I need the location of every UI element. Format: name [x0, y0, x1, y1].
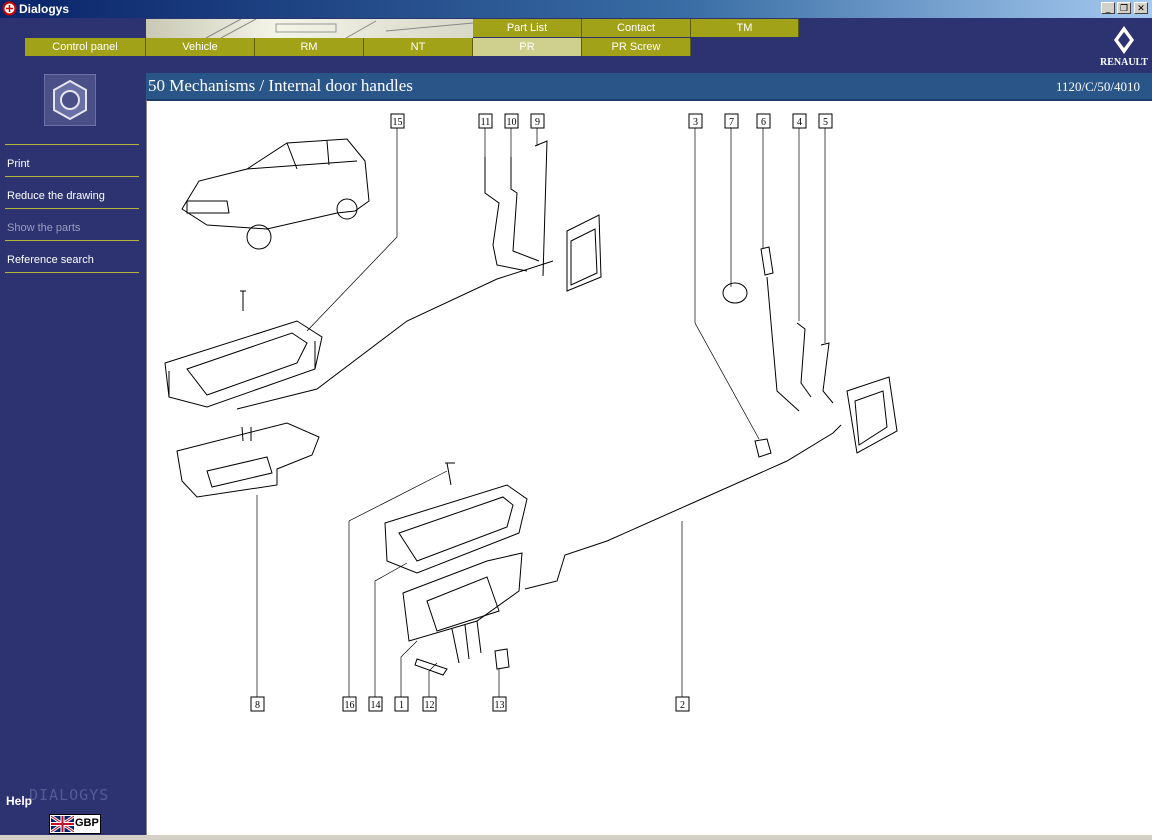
part-callout-6[interactable]: 6: [756, 113, 771, 129]
sidebar-item-show-parts: Show the parts: [7, 222, 81, 234]
part-callout-label: 14: [371, 700, 381, 711]
part-callout-label: 4: [797, 117, 802, 128]
renault-logo-text: RENAULT: [1100, 57, 1148, 68]
status-bar: [0, 835, 1152, 840]
sidebar-item-print[interactable]: Print: [7, 158, 30, 170]
part-callout-16[interactable]: 16: [342, 696, 357, 712]
handle-housing-left: [176, 422, 320, 498]
part-callout-label: 15: [393, 117, 403, 128]
renault-logo: RENAULT: [1100, 26, 1148, 68]
tab-pr-screw[interactable]: PR Screw: [582, 38, 691, 56]
sidebar: Print Reduce the drawing Show the parts …: [0, 73, 145, 840]
part-callout-12[interactable]: 12: [422, 696, 437, 712]
car-illustration: [181, 138, 370, 250]
part-callout-10[interactable]: 10: [504, 113, 519, 129]
window-title: Dialogys: [19, 2, 70, 16]
page-title: 50 Mechanisms / Internal door handles: [148, 76, 413, 95]
tab-part-list[interactable]: Part List: [473, 19, 582, 37]
part-callout-label: 5: [823, 117, 828, 128]
part-callout-8[interactable]: 8: [250, 696, 265, 712]
handle-housing-lower: [402, 552, 523, 676]
lock-knob: [722, 282, 748, 304]
part-callout-label: 13: [495, 700, 505, 711]
part-callout-label: 9: [535, 117, 540, 128]
part-callout-label: 8: [255, 700, 260, 711]
sidebar-divider: [5, 176, 139, 177]
tab-vehicle[interactable]: Vehicle: [146, 38, 255, 56]
sidebar-item-reference-search[interactable]: Reference search: [7, 254, 94, 266]
sidebar-divider: [5, 208, 139, 209]
part-callout-label: 1: [399, 700, 404, 711]
cable-lower: [524, 424, 842, 590]
part-callout-14[interactable]: 14: [368, 696, 383, 712]
tab-tm[interactable]: TM: [691, 19, 799, 37]
drawing-reference: 1120/C/50/4010: [1055, 79, 1140, 94]
part-callout-3[interactable]: 3: [688, 113, 703, 129]
tab-rm[interactable]: RM: [255, 38, 364, 56]
tab-control-panel[interactable]: Control panel: [25, 38, 146, 56]
tab-contact[interactable]: Contact: [582, 19, 691, 37]
language-selector[interactable]: GBP: [49, 814, 101, 834]
minimize-button[interactable]: _: [1101, 2, 1115, 14]
help-link[interactable]: Help: [6, 794, 33, 808]
part-callout-11[interactable]: 11: [478, 113, 493, 129]
exploded-parts-diagram: 15 11 10 9 3 7 6 4 5 8 16 14 1 12 13 2: [164, 113, 898, 712]
control-rods-upper: [484, 140, 602, 292]
part-callout-13[interactable]: 13: [492, 696, 507, 712]
mechanical-banner-image: [146, 19, 473, 38]
control-rods-right: [760, 246, 898, 454]
tab-pr[interactable]: PR: [473, 38, 582, 56]
tab-nt[interactable]: NT: [364, 38, 473, 56]
sidebar-divider: [5, 240, 139, 241]
part-callout-15[interactable]: 15: [390, 113, 405, 129]
part-callout-label: 2: [680, 700, 685, 711]
part-callout-label: 6: [761, 117, 766, 128]
dialogys-app-icon: [2, 1, 17, 16]
page-header: 50 Mechanisms / Internal door handles 11…: [146, 73, 1152, 99]
cable-upper: [236, 260, 554, 410]
language-code: GBP: [75, 817, 99, 829]
part-callout-label: 7: [729, 117, 734, 128]
part-callout-label: 3: [693, 117, 698, 128]
handle-bezel-lower: [384, 462, 528, 574]
part-callout-4[interactable]: 4: [792, 113, 807, 129]
window-titlebar: Dialogys _ ❐ ✕: [0, 0, 1152, 18]
part-callout-2[interactable]: 2: [675, 696, 690, 712]
part-callout-1[interactable]: 1: [394, 696, 409, 712]
uk-flag-icon: [51, 816, 74, 832]
cable-clip: [754, 438, 772, 458]
part-callout-7[interactable]: 7: [724, 113, 739, 129]
part-callout-label: 12: [425, 700, 435, 711]
drawing-area: 15 11 10 9 3 7 6 4 5 8 16 14 1 12 13 2: [146, 99, 1152, 835]
maximize-button[interactable]: ❐: [1117, 2, 1131, 14]
dialogys-logo: DIALOGYS: [29, 786, 110, 804]
part-callout-label: 11: [481, 117, 491, 128]
handle-bezel-upper: [164, 290, 323, 408]
part-callout-label: 16: [345, 700, 355, 711]
close-button[interactable]: ✕: [1134, 2, 1148, 14]
sidebar-divider: [5, 144, 139, 145]
hex-nut-icon: [44, 74, 96, 126]
part-callout-5[interactable]: 5: [818, 113, 833, 129]
part-callout-9[interactable]: 9: [530, 113, 545, 129]
sidebar-divider: [5, 272, 139, 273]
part-callout-label: 10: [507, 117, 517, 128]
sidebar-item-reduce-drawing[interactable]: Reduce the drawing: [7, 190, 105, 202]
